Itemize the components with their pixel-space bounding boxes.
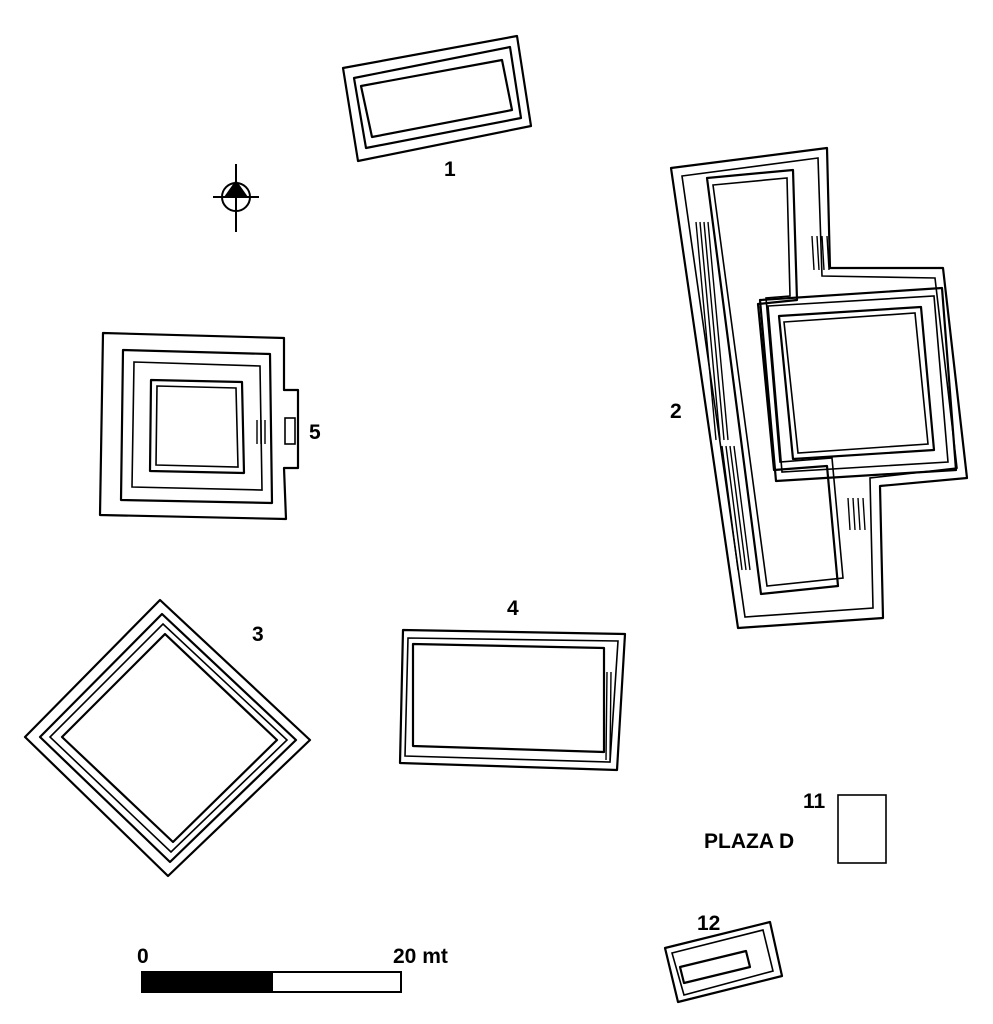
structure-3 (23, 598, 312, 878)
scale-end-label: 20 mt (393, 945, 448, 968)
structure-2 (669, 146, 969, 630)
label-structure-1: 1 (444, 158, 456, 181)
structure-12 (663, 920, 784, 1004)
label-structure-12: 12 (697, 912, 720, 935)
scale-start-label: 0 (137, 945, 149, 968)
label-structure-4: 4 (507, 597, 519, 620)
scale-bar (141, 971, 402, 993)
structure-4 (398, 628, 627, 772)
scale-bar-black-segment (141, 971, 273, 993)
plaza-label: PLAZA D (704, 830, 794, 853)
scale-bar-white-segment (271, 971, 402, 993)
label-structure-11: 11 (803, 790, 826, 813)
label-structure-5: 5 (309, 421, 321, 444)
structure-11 (837, 794, 887, 864)
stair-hatching (695, 221, 866, 571)
label-structure-3: 3 (252, 623, 264, 646)
structure-5 (98, 331, 300, 521)
label-structure-2: 2 (670, 400, 682, 423)
structure-1 (341, 34, 533, 163)
north-arrow-icon (213, 164, 259, 232)
